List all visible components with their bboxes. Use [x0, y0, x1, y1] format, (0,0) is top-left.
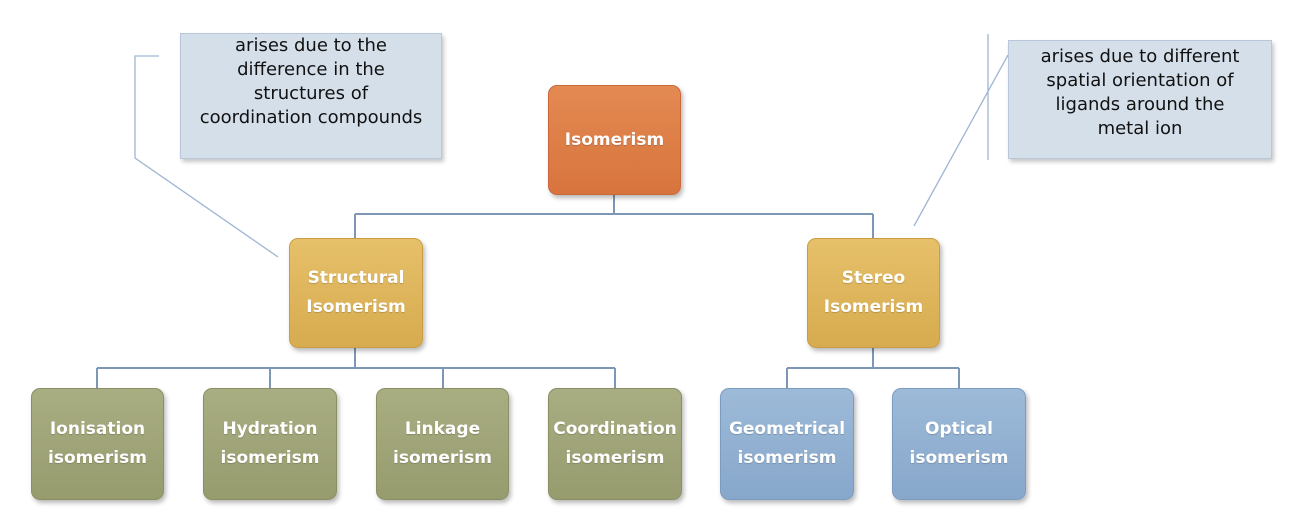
ionisation-isomerism-node: Ionisation isomerism: [31, 388, 164, 500]
callout-pointer-stereo: [913, 34, 1009, 227]
linkage-isomerism-node: Linkage isomerism: [376, 388, 509, 500]
stereo-note: arises due to different spatial orientat…: [1008, 40, 1272, 159]
hydration-isomerism-node: Hydration isomerism: [203, 388, 337, 500]
stereo-isomerism-node: Stereo Isomerism: [807, 238, 940, 348]
optical-isomerism-node: Optical isomerism: [892, 388, 1026, 500]
callout-pointer-structural: [134, 55, 279, 258]
structural-isomerism-node: Structural Isomerism: [289, 238, 423, 348]
connector-stereo-leaves: [786, 348, 960, 388]
coordination-isomerism-node: Coordination isomerism: [548, 388, 682, 500]
connector-root-branches: [354, 195, 874, 238]
geometrical-isomerism-node: Geometrical isomerism: [720, 388, 854, 500]
structural-note: arises due to the difference in the stru…: [180, 33, 442, 159]
isomerism-node: Isomerism: [548, 85, 681, 195]
connector-structural-leaves: [96, 348, 616, 388]
